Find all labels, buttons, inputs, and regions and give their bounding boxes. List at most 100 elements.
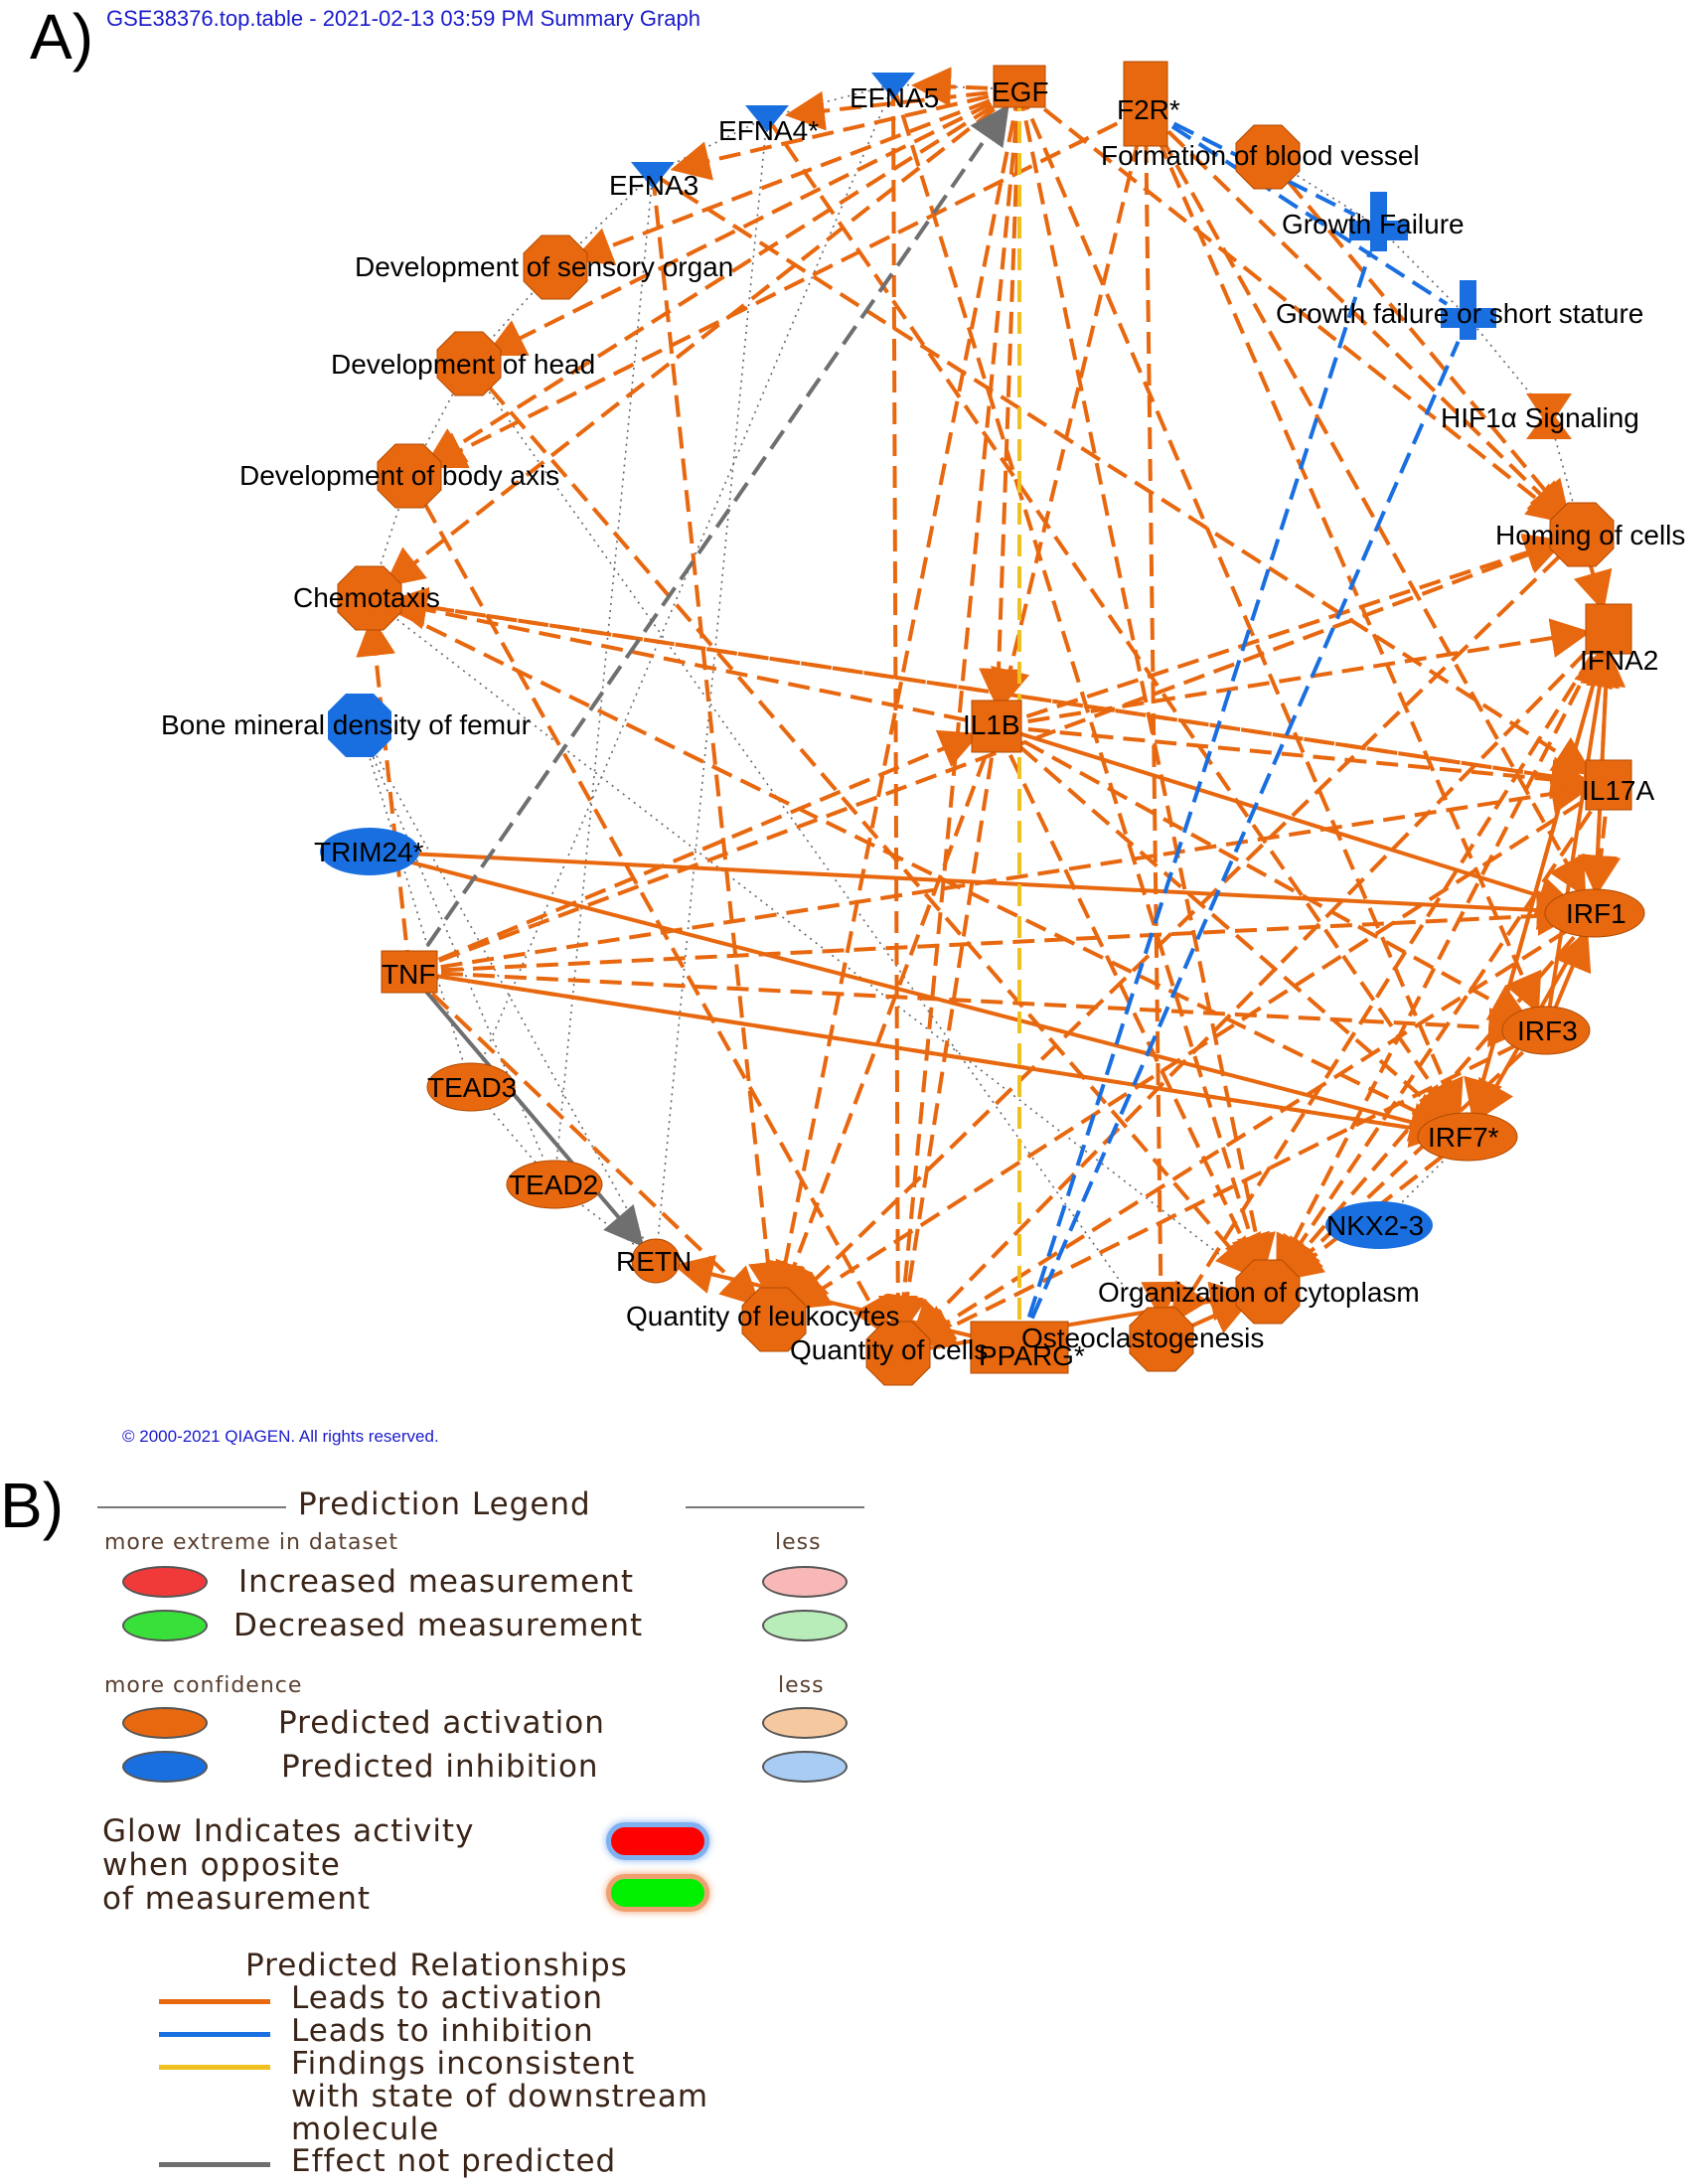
edge-pparg-retn: [673, 1254, 1020, 1349]
pparg-node[interactable]: [970, 1321, 1069, 1374]
activation-swatch: [122, 1707, 208, 1739]
edge-ifna2-qc: [910, 627, 1611, 1341]
nkx23-label: NKX2-3: [1326, 1210, 1424, 1241]
tead2-node[interactable]: [506, 1160, 603, 1209]
predicted-inhibition-label: Predicted inhibition: [281, 1749, 599, 1785]
org-cytoplasm-node[interactable]: [1235, 1259, 1301, 1325]
edge-il1b-ifna2: [996, 618, 1592, 728]
prediction-legend: Prediction Legend more extreme in datase…: [94, 1481, 889, 2179]
edge-efna5-oc: [891, 83, 1270, 1275]
edge-ifna2-ost: [1170, 627, 1611, 1325]
tead3-node[interactable]: [426, 1062, 516, 1112]
edge-pparg-gfs: [1017, 341, 1461, 1348]
dev-sensory-node[interactable]: [523, 234, 588, 300]
edge-ifna2-oc: [1276, 628, 1611, 1276]
network-graph: EFNA5 EGF F2R* EFNA4* Formation of blood…: [161, 61, 1685, 1386]
org-cytoplasm-label: Organization of cytoplasm: [1098, 1277, 1420, 1308]
efna3-node[interactable]: [631, 162, 675, 189]
irf3-node[interactable]: [1501, 1006, 1591, 1055]
edge-dotted-bmd-tead3: [359, 724, 472, 1088]
predicted-activation-label: Predicted activation: [278, 1705, 605, 1741]
edge-il1b-chem: [387, 590, 998, 728]
edge-f2r-ost: [1141, 108, 1181, 1323]
bone-mineral-label: Bone mineral density of femur: [161, 709, 531, 740]
edge-egf-irf7: [1017, 88, 1464, 1121]
osteoclast-node[interactable]: [1129, 1307, 1194, 1372]
formation-blood-vessel-node[interactable]: [1235, 124, 1301, 190]
homing-label: Homing of cells: [1495, 520, 1685, 550]
growth-failure-label: Growth Failure: [1282, 209, 1465, 239]
edge-egf-oc: [1017, 88, 1276, 1275]
inconsistent-line: [159, 2065, 270, 2070]
edge-tnf-irf3: [408, 970, 1529, 1047]
pparg-label: PPARG*: [979, 1340, 1085, 1371]
dev-head-node[interactable]: [436, 331, 502, 396]
tnf-node[interactable]: [381, 950, 438, 994]
edge-egf-efna4: [784, 87, 1020, 131]
activation-line: [159, 1999, 270, 2004]
bone-mineral-node[interactable]: [328, 694, 391, 757]
dev-head-label: Development of head: [331, 349, 595, 380]
il1b-node[interactable]: [971, 700, 1022, 753]
edge-il17a-chem: [387, 586, 1610, 787]
efna4-node[interactable]: [745, 105, 789, 132]
leads-activation-label: Leads to activation: [291, 1980, 603, 2016]
not-predicted-line: [159, 2162, 270, 2167]
more-extreme-label: more extreme in dataset: [104, 1530, 399, 1555]
edge-il1b-il17a: [996, 724, 1592, 800]
glow-line-2: when opposite: [102, 1847, 341, 1883]
quant-cells-node[interactable]: [865, 1321, 931, 1386]
edge-tnf-ql: [407, 970, 761, 1308]
hif1a-node[interactable]: [1526, 393, 1572, 439]
f2r-node[interactable]: [1123, 61, 1168, 147]
edge-egf-dh: [485, 87, 1020, 357]
edge-il1b-hom: [996, 534, 1565, 728]
edge-hom-ql: [786, 533, 1584, 1308]
efna4-label: EFNA4*: [718, 115, 819, 146]
edge-trim-irf7: [369, 850, 1451, 1142]
edge-f2r-irf1: [1144, 108, 1587, 898]
growth-failure-node[interactable]: [1349, 192, 1408, 251]
nkx23-node[interactable]: [1325, 1201, 1433, 1249]
edge-irf3-ifna2: [1544, 646, 1620, 1031]
edge-tnf-il17a: [408, 774, 1592, 974]
ifna2-label: IFNA2: [1580, 645, 1658, 676]
il17a-node[interactable]: [1585, 759, 1632, 811]
edge-egf-efna3: [670, 87, 1020, 181]
retn-node[interactable]: [631, 1238, 681, 1284]
panel-a-letter: A): [30, 1, 93, 73]
f2r-label: F2R*: [1117, 94, 1180, 125]
edge-il1b-ql: [775, 725, 999, 1304]
il17a-label: IL17A: [1582, 775, 1654, 806]
egf-node[interactable]: [993, 65, 1046, 108]
edge-irf3-qc: [914, 1028, 1547, 1346]
formation-blood-vessel-label: Formation of blood vessel: [1101, 140, 1420, 171]
increased-label: Increased measurement: [238, 1564, 634, 1600]
quant-leuk-node[interactable]: [741, 1287, 807, 1352]
irf3-label: IRF3: [1517, 1015, 1578, 1046]
edge-il1b-qc: [887, 725, 999, 1336]
efna5-node[interactable]: [871, 73, 915, 99]
edge-egf-ql: [765, 88, 1021, 1303]
efna5-label: EFNA5: [850, 82, 939, 113]
labels-layer: EFNA5 EGF F2R* EFNA4* Formation of blood…: [161, 77, 1685, 1371]
ifna2-node[interactable]: [1585, 603, 1632, 655]
homing-node[interactable]: [1549, 502, 1615, 567]
edge-trim-irf1: [369, 850, 1578, 931]
edge-il17a-oc: [1278, 783, 1611, 1278]
edge-egf-dba: [424, 87, 1021, 467]
quant-leuk-label: Quantity of leukocytes: [626, 1301, 899, 1331]
edge-dh-oc: [467, 362, 1257, 1279]
growth-failure-short-node[interactable]: [1441, 280, 1496, 340]
trim24-node[interactable]: [320, 828, 419, 875]
irf7-node[interactable]: [1417, 1112, 1518, 1162]
edge-tnf-egf: [407, 103, 1009, 974]
edge-dotted-gf-gfs: [1377, 226, 1470, 319]
more-confidence-label: more confidence: [104, 1673, 303, 1698]
effect-not-predicted-label: Effect not predicted: [291, 2143, 617, 2179]
chemotaxis-node[interactable]: [337, 565, 402, 631]
irf1-node[interactable]: [1544, 888, 1645, 938]
edge-dba-qc: [407, 475, 890, 1338]
dev-body-axis-node[interactable]: [377, 443, 442, 509]
edge-f2r-dba: [425, 107, 1147, 469]
